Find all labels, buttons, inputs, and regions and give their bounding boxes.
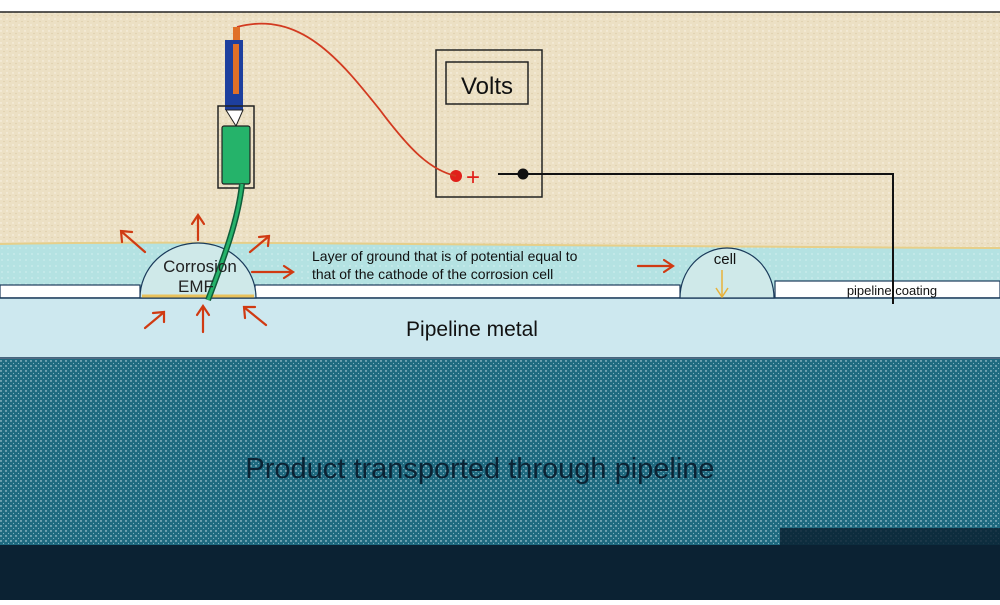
corrosion-label: Corrosion [163,257,237,276]
probe-tip [225,109,244,128]
emf-label: EMF [178,277,214,296]
pipeline-metal-label: Pipeline metal [406,318,538,341]
plus-sign: + [466,164,480,191]
arrow-out-up-left [119,229,147,254]
probe-holder [217,105,255,189]
coating-middle [254,284,681,299]
voltmeter-display [445,61,529,105]
probe-rod-overlay [233,44,239,94]
pipeline-metal [0,298,1000,358]
cell-inner-arrow [715,287,729,299]
bottom-band-fade [780,528,1000,545]
probe-lead-highlight [206,183,244,301]
red-wire [236,22,457,177]
layer-label-line2: that of the cathode of the corrosion cel… [312,266,553,282]
soil-region [0,12,1000,248]
cell-label: cell [714,251,737,268]
cell-zone [679,247,775,299]
coating-left [0,284,141,299]
arrow-out-right [250,264,295,280]
corrosion-arrows [119,213,675,334]
corrosion-emf-zone [139,242,257,299]
probe-green-body [221,125,251,185]
product-region [0,359,1000,545]
arrow-in-right [242,305,268,327]
arrow-to-cell [636,258,675,274]
layer-label-line1: Layer of ground that is of potential equ… [312,248,578,264]
black-wire [523,173,894,304]
arrow-out-up [190,213,206,242]
bottom-band [0,545,1000,600]
arrow-in-left [143,310,166,330]
volts-label: Volts [461,73,513,100]
ground-layer-edge [0,241,1000,249]
voltmeter-body [435,49,543,198]
product-label: Product transported through pipeline [245,453,714,485]
arrow-in-bottom [195,304,211,334]
pipeline-coating-label: pipeline coating [847,283,937,298]
arrow-out-up-right [248,234,271,254]
